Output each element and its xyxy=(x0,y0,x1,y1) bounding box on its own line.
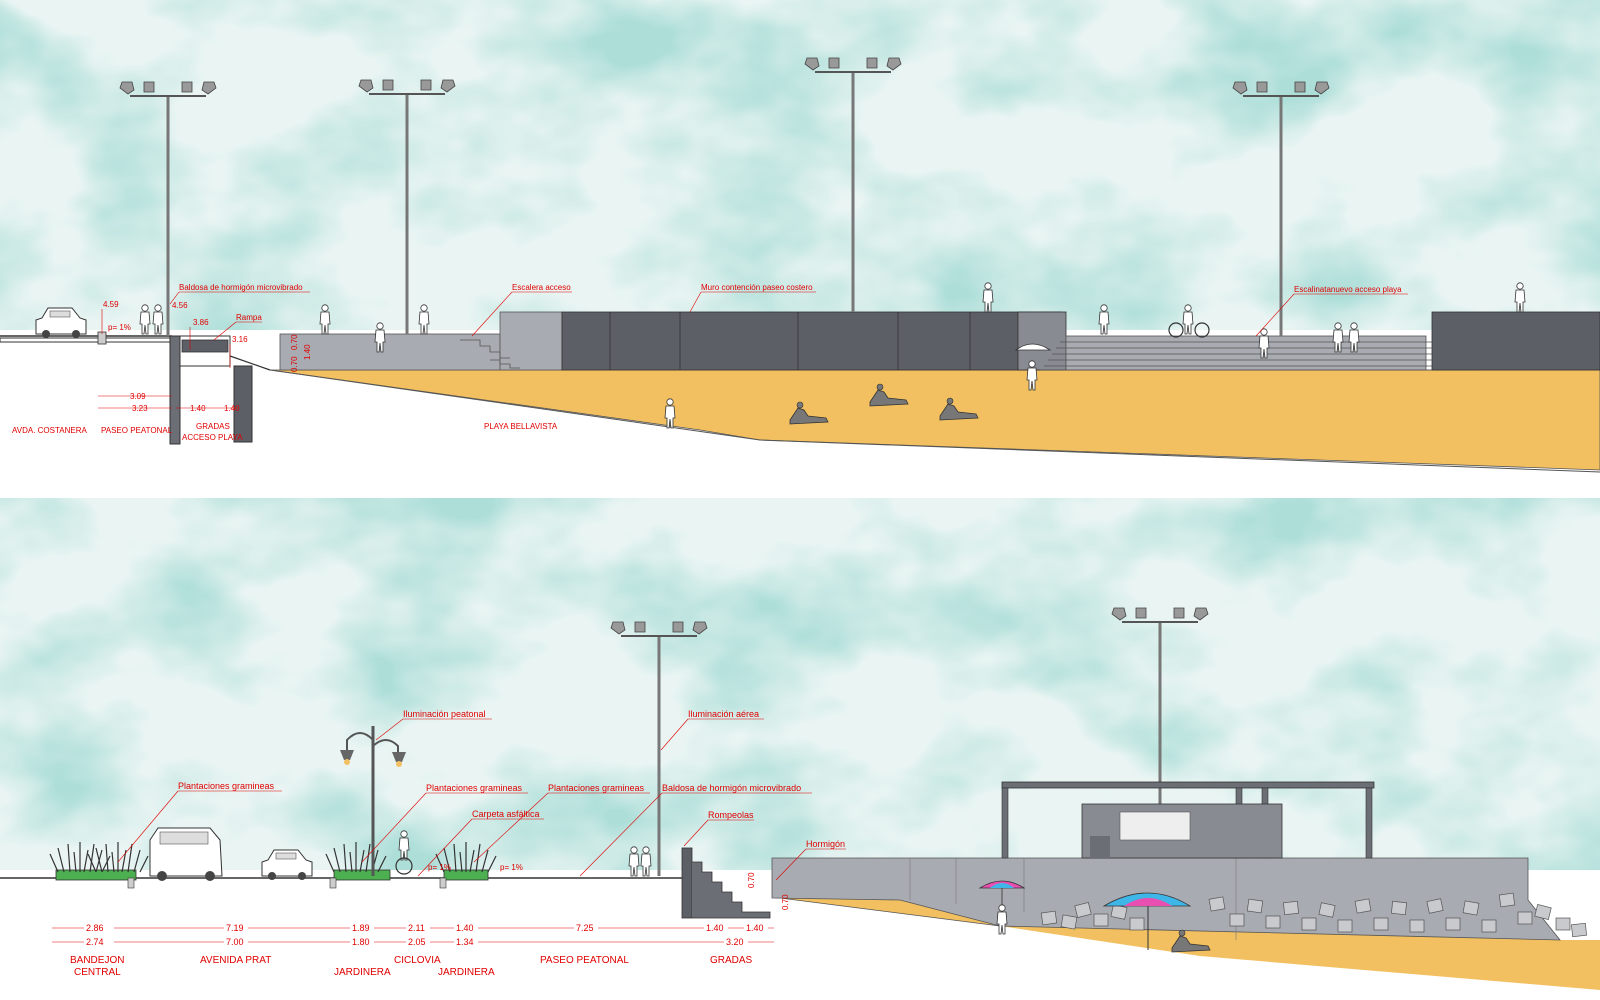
label-rompeolas: Rompeolas xyxy=(708,810,754,820)
planter-1 xyxy=(333,869,391,881)
svg-text:1.40: 1.40 xyxy=(224,404,240,413)
svg-text:4.59: 4.59 xyxy=(103,300,119,309)
label-baldosa: Baldosa de hormigón microvibrado xyxy=(662,783,801,793)
gradas-steps xyxy=(681,847,771,919)
label-plantaciones-3: Plantaciones gramineas xyxy=(548,783,645,793)
zone-jardinera-1: JARDINERA xyxy=(334,967,391,978)
label-escalera: Escalera acceso xyxy=(512,283,571,292)
ramp-slab xyxy=(181,339,229,353)
zone-gradas: GRADAS xyxy=(196,422,230,431)
bottom-section: Plantaciones gramineas Iluminación peato… xyxy=(0,498,1600,1000)
label-rampa: Rampa xyxy=(236,313,262,322)
label-iluminacion-aerea: Iluminación aérea xyxy=(688,709,759,719)
label-muro: Muro contención paseo costero xyxy=(701,283,813,292)
zone-playa-bellavista: PLAYA BELLAVISTA xyxy=(484,422,558,431)
svg-text:2.86: 2.86 xyxy=(86,923,104,933)
zone-avda-costanera: AVDA. COSTANERA xyxy=(12,426,87,435)
label-escalinata: Escalinatanuevo acceso playa xyxy=(1294,285,1402,294)
svg-text:p= 1%: p= 1% xyxy=(500,863,523,872)
svg-text:0.70: 0.70 xyxy=(290,334,299,350)
sky-clouds xyxy=(0,0,1600,330)
svg-text:7.19: 7.19 xyxy=(226,923,244,933)
svg-text:0.70: 0.70 xyxy=(290,356,299,372)
svg-text:p= 1%: p= 1% xyxy=(108,323,131,332)
svg-text:2.11: 2.11 xyxy=(408,923,425,933)
svg-text:1.40: 1.40 xyxy=(190,404,206,413)
svg-text:1.89: 1.89 xyxy=(352,923,370,933)
umbrella-icon xyxy=(978,880,1026,914)
dim-row-1: 2.86 7.19 1.89 2.11 1.40 7.25 1.40 1.40 xyxy=(84,921,768,933)
access-stairs xyxy=(460,339,520,369)
top-section: Baldosa de hormigón microvibrado Rampa E… xyxy=(0,0,1600,490)
retaining-wall-east xyxy=(1431,311,1600,371)
breakwater-blocks xyxy=(1040,892,1587,938)
zone-jardinera-2: JARDINERA xyxy=(438,967,495,978)
top-annotations: Baldosa de hormigón microvibrado Rampa E… xyxy=(12,283,1408,442)
label-plantaciones-2: Plantaciones gramineas xyxy=(426,783,523,793)
dim-row-2: 2.74 7.00 1.80 2.05 1.34 3.20 xyxy=(84,935,748,947)
zone-paseo-peatonal: PASEO PEATONAL xyxy=(101,426,173,435)
svg-text:7.00: 7.00 xyxy=(226,937,244,947)
svg-text:0.70: 0.70 xyxy=(781,894,790,910)
label-baldosa: Baldosa de hormigón microvibrado xyxy=(179,283,303,292)
zone-ciclovia: CICLOVIA xyxy=(394,955,441,966)
svg-text:7.25: 7.25 xyxy=(576,923,594,933)
pedestrian-lamp-icon xyxy=(340,726,406,876)
svg-text:1.40: 1.40 xyxy=(746,923,764,933)
zone-paseo-peatonal: PASEO PEATONAL xyxy=(540,955,629,966)
bottom-annotations: Plantaciones gramineas Iluminación peato… xyxy=(52,709,846,978)
zone-central: CENTRAL xyxy=(74,967,121,978)
retaining-wall xyxy=(561,311,1063,371)
umbrella-icon xyxy=(1014,343,1052,351)
stair-block xyxy=(499,311,563,371)
svg-text:2.74: 2.74 xyxy=(86,937,104,947)
zone-avenida-prat: AVENIDA PRAT xyxy=(200,955,271,966)
svg-text:3.09: 3.09 xyxy=(130,392,146,401)
pavilion xyxy=(1001,781,1375,859)
svg-text:3.16: 3.16 xyxy=(232,335,248,344)
avenue-ground xyxy=(0,337,173,343)
label-plantaciones-1: Plantaciones gramineas xyxy=(178,781,275,791)
sky-clouds xyxy=(0,498,1600,870)
svg-text:1.40: 1.40 xyxy=(706,923,724,933)
svg-text:p= 1%: p= 1% xyxy=(428,863,451,872)
zone-gradas: GRADAS xyxy=(710,955,753,966)
promenade-wall-low xyxy=(279,333,501,371)
svg-text:1.40: 1.40 xyxy=(456,923,474,933)
svg-text:1.80: 1.80 xyxy=(352,937,370,947)
zone-bandejon: BANDEJON xyxy=(70,955,124,966)
umbrella-icon xyxy=(1102,892,1192,950)
svg-text:3.86: 3.86 xyxy=(193,318,209,327)
stair-foundation xyxy=(233,365,253,443)
retaining-post xyxy=(169,335,181,445)
beach-stairway xyxy=(1040,335,1476,371)
svg-text:0.70: 0.70 xyxy=(747,872,756,888)
svg-text:2.05: 2.05 xyxy=(408,937,426,947)
svg-text:4.56: 4.56 xyxy=(172,301,188,310)
label-hormigon: Hormigón xyxy=(806,839,845,849)
label-carpeta-asfaltica: Carpeta asfáltica xyxy=(472,809,540,819)
svg-text:1.40: 1.40 xyxy=(303,344,312,360)
zone-acceso-playa: ACCESO PLAYA xyxy=(182,433,243,442)
truck-icon xyxy=(149,827,223,881)
svg-text:1.34: 1.34 xyxy=(456,937,474,947)
label-iluminacion-peatonal: Iluminación peatonal xyxy=(403,709,486,719)
svg-text:3.20: 3.20 xyxy=(726,937,744,947)
svg-text:3.23: 3.23 xyxy=(132,404,148,413)
